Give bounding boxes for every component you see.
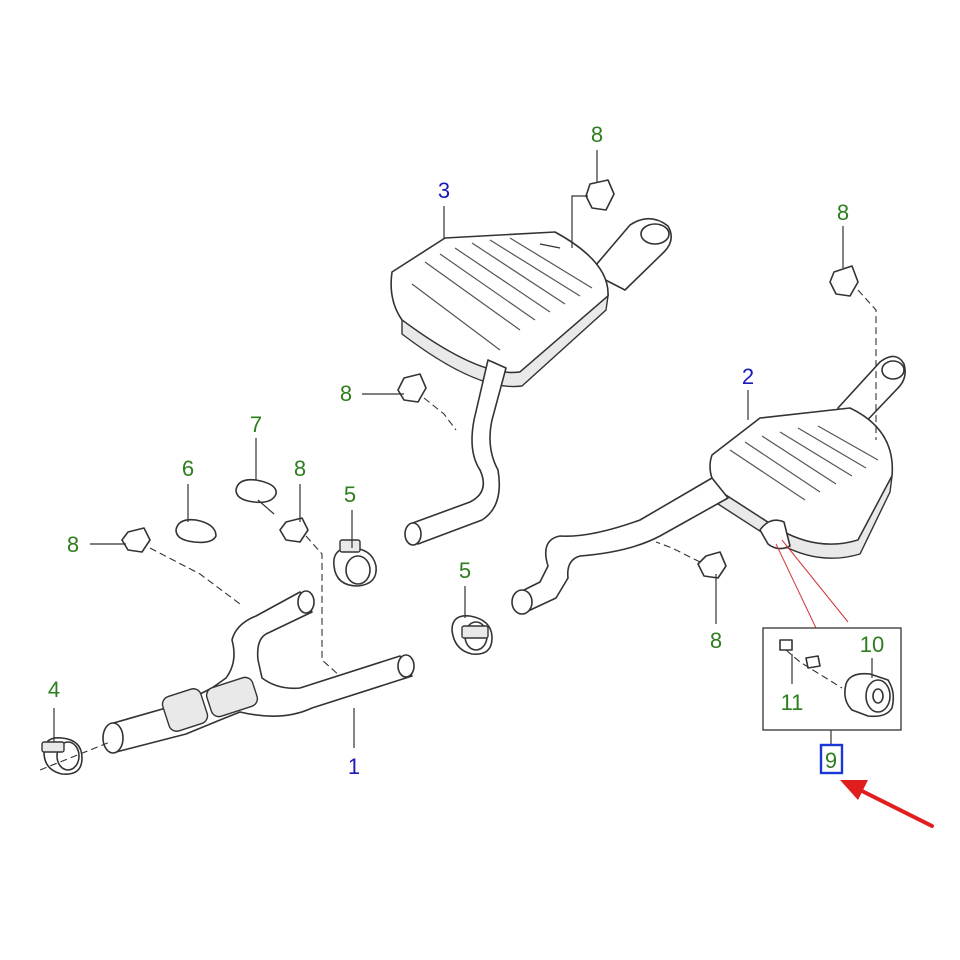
part-8-hanger-right[interactable] [829, 265, 877, 440]
part-3-pipe-end[interactable] [404, 522, 422, 546]
part-9-detail-box[interactable] [762, 627, 902, 731]
part-8-hanger-mid[interactable] [397, 373, 457, 431]
leader-lines [53, 150, 873, 748]
callout-7: 7 [250, 412, 262, 437]
callout-8-mid: 8 [340, 381, 352, 406]
red-arrow-icon [840, 780, 934, 828]
callout-2: 2 [742, 364, 754, 389]
part-6-mounting-plate[interactable] [175, 518, 217, 544]
callout-4: 4 [48, 677, 60, 702]
callout-9: 9 [825, 748, 837, 773]
part-7-bolt [257, 499, 275, 515]
part-8-hanger-center[interactable] [279, 517, 341, 677]
callout-8-lower-right: 8 [710, 628, 722, 653]
callout-11: 11 [781, 690, 804, 715]
callout-8-right: 8 [837, 200, 849, 225]
part-4-clamp[interactable] [39, 736, 111, 775]
callout-8-center: 8 [294, 456, 306, 481]
callout-1: 1 [348, 754, 360, 779]
callout-10: 10 [860, 632, 884, 657]
part-7-mounting-plate[interactable] [235, 478, 277, 504]
part-3-inlet-pipe[interactable] [409, 359, 507, 545]
part-2-pipe-end[interactable] [511, 589, 533, 615]
part-8-hanger-lower-right[interactable] [655, 541, 727, 579]
part-8-hanger-top[interactable] [571, 179, 615, 248]
part-8-hanger-left[interactable] [121, 527, 241, 605]
callout-5-upper: 5 [344, 482, 356, 507]
callout-6: 6 [182, 456, 194, 481]
part-2-muffler-lower[interactable] [709, 355, 906, 559]
part-3-muffler-upper[interactable] [390, 217, 672, 388]
part-2-inlet-pipe[interactable] [515, 477, 729, 613]
callout-3: 3 [438, 178, 450, 203]
callout-5-lower: 5 [459, 558, 471, 583]
part-5-clamp-lower[interactable] [451, 614, 493, 655]
part-1-front-pipe[interactable] [102, 590, 415, 754]
guide-line [775, 539, 849, 629]
part-5-clamp-upper[interactable] [333, 539, 377, 587]
callout-8-left: 8 [67, 532, 79, 557]
callout-8-top: 8 [591, 122, 603, 147]
highlight-box [819, 743, 844, 775]
